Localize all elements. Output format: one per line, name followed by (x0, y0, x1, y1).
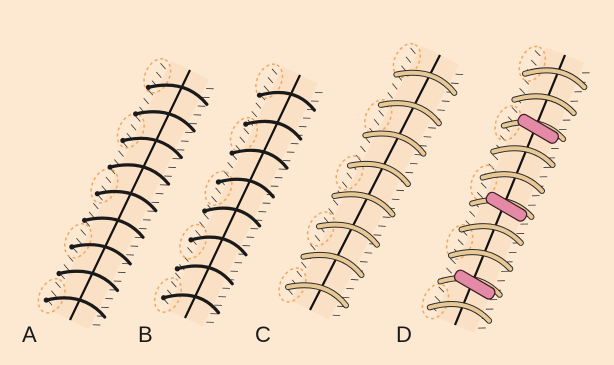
suture-knot (229, 150, 234, 155)
skin-hatch (364, 253, 372, 254)
suture-knot (216, 179, 221, 184)
skin-hatch (455, 74, 463, 75)
suture-knot (44, 297, 49, 302)
skin-hatch (424, 137, 432, 138)
skin-hatch (392, 199, 400, 200)
suture-knot (161, 295, 166, 300)
skin-hatch (410, 163, 418, 164)
suture-knot (82, 218, 87, 223)
suture-knot (257, 93, 262, 98)
suture-knot (56, 271, 61, 276)
panel-label-b: B (138, 322, 153, 347)
suture-knot (175, 266, 180, 271)
skin-hatch (333, 315, 341, 316)
suture-knot (95, 191, 100, 196)
skin-hatch (383, 217, 391, 218)
suture-knot (188, 237, 193, 242)
skin-hatch (442, 101, 450, 102)
skin-hatch (437, 110, 445, 111)
skin-hatch (351, 279, 359, 280)
skin-hatch (405, 172, 413, 173)
skin-hatch (374, 235, 382, 236)
skin-hatch (451, 83, 459, 84)
suture-knot (243, 122, 248, 127)
suture-knot (120, 138, 125, 143)
suture-knot (108, 164, 113, 169)
skin-hatch (360, 262, 368, 263)
skin-hatch (378, 226, 386, 227)
skin-hatch (346, 288, 354, 289)
panel-label-c: C (255, 322, 271, 347)
panel-label-a: A (22, 322, 37, 347)
skin-hatch (396, 190, 404, 191)
suture-knot (69, 244, 74, 249)
skin-hatch (428, 128, 436, 129)
panel-label-d: D (396, 322, 412, 347)
suture-knot (146, 85, 151, 90)
suture-knot (133, 111, 138, 116)
suture-knot (202, 208, 207, 213)
